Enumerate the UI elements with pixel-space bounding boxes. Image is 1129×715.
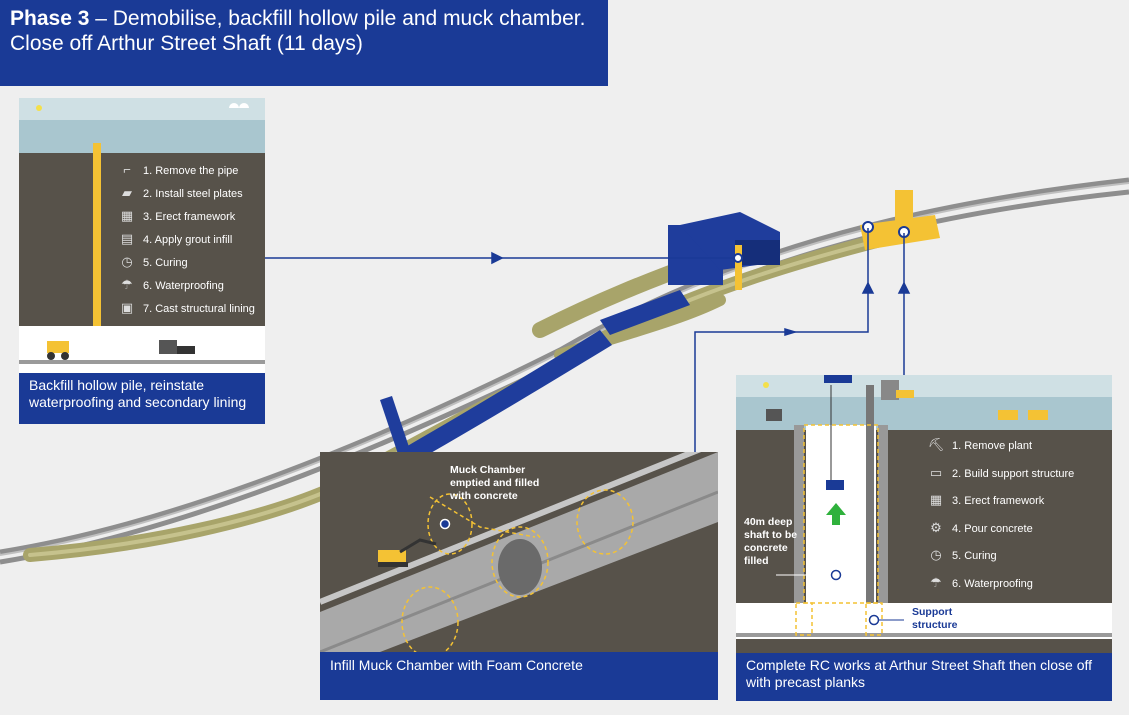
step-label: 2. Install steel plates: [143, 188, 243, 200]
dumper-icon: [47, 341, 69, 353]
support-structure-label: Support structure: [912, 606, 958, 631]
muck-chamber-annotation: Muck Chamber emptied and filled with con…: [450, 464, 540, 502]
bucket-icon: [826, 480, 844, 490]
timer-icon: ◷: [121, 254, 133, 269]
step-item: ▰ 2. Install steel plates: [117, 185, 243, 201]
step-item: ▦ 3. Erect framework: [926, 492, 1044, 508]
sun-icon: [36, 105, 42, 111]
panel-hollow-pile: ⌐ 1. Remove the pipe ▰ 2. Install steel pla…: [19, 98, 265, 373]
step-item: ◷ 5. Curing: [926, 547, 997, 563]
step-label: 6. Waterproofing: [143, 280, 224, 292]
framework-icon: ▦: [120, 208, 134, 223]
step-label: 3. Erect framework: [143, 211, 236, 223]
dumper-icon: [998, 410, 1018, 420]
shaft-fill-note: 40m deep shaft to be concrete filled: [744, 516, 798, 567]
steel-plate-icon: ▰: [122, 185, 132, 200]
step-label: 2. Build support structure: [952, 467, 1075, 480]
caption-hollow-pile: Backfill hollow pile, reinstate waterpro…: [19, 373, 265, 424]
excavator-icon: ⛏: [927, 437, 945, 452]
loader-icon: [159, 340, 177, 354]
lining-icon: ▣: [120, 300, 134, 315]
step-item: ◷ 5. Curing: [117, 254, 188, 270]
muck-chamber-scene: [320, 452, 718, 652]
step-item: ⚙ 4. Pour concrete: [926, 520, 1033, 536]
step-label: 1. Remove the pipe: [143, 165, 239, 177]
step-label: 7. Cast structural lining: [143, 303, 255, 315]
yellow-junction: [860, 190, 940, 250]
step-label: 4. Pour concrete: [952, 522, 1033, 535]
step-label: 6. Waterproofing: [952, 577, 1033, 590]
pipe-icon: ⌐: [123, 162, 131, 177]
step-item: ⌐ 1. Remove the pipe: [117, 162, 238, 177]
loader-icon: [766, 409, 782, 421]
step-item: ☂ 6. Waterproofing: [926, 575, 1033, 591]
step-item: ▤ 4. Apply grout infill: [117, 231, 232, 247]
framework-icon: ▦: [929, 492, 943, 507]
waterproofing-icon: ☂: [121, 277, 133, 292]
step-item: ⛏ 1. Remove plant: [926, 437, 1032, 453]
grout-icon: ▤: [120, 231, 134, 246]
support-structure-icon: ▭: [929, 464, 943, 480]
panel-muck-chamber: Muck Chamber emptied and filled with con…: [320, 452, 718, 652]
hollow-pile-scene: [19, 98, 265, 373]
step-item: ☂ 6. Waterproofing: [117, 277, 224, 293]
waterproofing-icon: ☂: [930, 574, 942, 590]
step-item: ▭ 2. Build support structure: [926, 465, 1074, 481]
timer-icon: ◷: [930, 547, 942, 562]
phase-title: Phase 3 – Demobilise, backfill hollow pi…: [0, 0, 608, 86]
step-label: 5. Curing: [143, 257, 188, 269]
step-label: 4. Apply grout infill: [143, 234, 233, 246]
up-arrow-icon: [826, 503, 846, 525]
caption-muck-chamber: Infill Muck Chamber with Foam Concrete: [320, 652, 718, 700]
step-label: 1. Remove plant: [952, 440, 1033, 452]
step-item: ▣ 7. Cast structural lining: [117, 300, 255, 316]
shaft-scene: [736, 375, 1112, 639]
connector-lines: [265, 228, 911, 455]
panel-arthur-street-shaft: ⛏ 1. Remove plant ▭ 2. Build support struct…: [736, 375, 1112, 653]
caption-arthur-street-shaft: Complete RC works at Arthur Street Shaft…: [736, 653, 1112, 701]
excavator-icon: [378, 550, 406, 564]
step-item: ▦ 3. Erect framework: [117, 208, 235, 224]
sun-icon: [763, 382, 769, 388]
step-label: 3. Erect framework: [952, 495, 1045, 507]
step-label: 5. Curing: [952, 550, 997, 562]
concrete-mixer-icon: ⚙: [930, 519, 942, 535]
